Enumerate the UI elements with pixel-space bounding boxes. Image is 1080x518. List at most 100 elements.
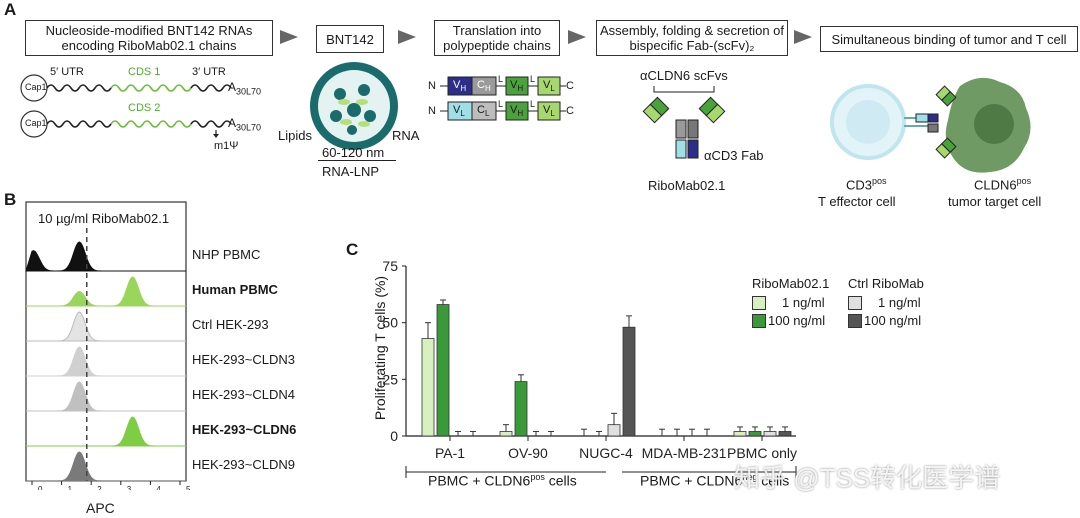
step-arrow-4	[794, 30, 812, 44]
flow-xtick-label: 10	[113, 488, 127, 490]
rna-1	[20, 74, 232, 102]
chart-bar	[607, 424, 621, 437]
antibody-fab-label: αCD3 Fab	[704, 148, 764, 163]
flow-title: 10 µg/ml RiboMab02.1	[38, 211, 170, 226]
tumor-label-2: tumor target cell	[948, 194, 1042, 209]
chain2-c: C	[566, 105, 574, 117]
group-label-pos: PBMC + CLDN6pos cells	[428, 472, 577, 489]
flow-xtick-label: 10	[142, 488, 156, 490]
legend-rm-dose1: 1 ng/ml	[782, 295, 825, 310]
chart-ytick-label: 50	[382, 315, 398, 331]
legend-swatch-ctrl-100	[848, 314, 862, 328]
chain2-vh: VH	[510, 104, 524, 119]
chain2-l2: L	[530, 99, 536, 109]
chain1-ch: CH	[477, 79, 491, 94]
flow-xtick-exp: 5	[186, 485, 190, 490]
tumor-label-1: CLDN6pos	[974, 176, 1032, 193]
rna-constructs-diagram	[20, 74, 232, 138]
flow-row-label: Ctrl HEK-293	[192, 317, 269, 332]
cells-illustration	[830, 77, 1031, 173]
chart-bar	[763, 431, 777, 437]
flow-histogram	[26, 451, 186, 482]
lnp-lipids-label: Lipids	[278, 128, 312, 143]
chart-ytick-label: 0	[390, 428, 398, 444]
flow-xtick-label: 10	[83, 488, 97, 490]
flow-xtick-label: 10	[24, 488, 38, 490]
flow-histogram-panel: 100101102103104105	[24, 201, 190, 490]
chain1-vh: VH	[453, 79, 467, 94]
legend-rm-dose2: 100 ng/ml	[768, 313, 826, 328]
rna-cds2-label: CDS 2	[128, 102, 161, 114]
rna-cds1-label: CDS 1	[128, 66, 161, 78]
rna-mod-label: m1Ψ	[214, 140, 239, 152]
chart-bar	[436, 304, 450, 437]
flow-xlabel: APC	[86, 500, 115, 516]
group-label-neg: PBMC + CLDN6neg cells	[640, 472, 790, 489]
t-cell	[830, 84, 906, 160]
step-arrow-3	[568, 30, 586, 44]
rna-cap-1: Cap1	[25, 82, 47, 92]
panel-b-letter: B	[4, 190, 17, 209]
watermark: 知乎 @TSS转化医学谱	[734, 463, 1001, 493]
legend-ctrl-dose2: 100 ng/ml	[864, 313, 922, 328]
antibody-name-label: RiboMab02.1	[648, 178, 726, 193]
legend-group2-title: Ctrl RiboMab	[848, 276, 924, 291]
legend-swatch-rm-1	[752, 296, 766, 310]
step-binding-box: Simultaneous binding of tumor and T cell	[820, 26, 1078, 52]
step-arrow-2	[398, 30, 416, 44]
chain1-l2: L	[530, 74, 536, 84]
rna-polya-1: A30L70	[228, 80, 262, 97]
step-assembly-box: Assembly, folding & secretion of bispeci…	[596, 20, 788, 56]
flow-xtick-label: 10	[54, 488, 68, 490]
step-arrow-1	[280, 30, 298, 44]
flow-row-label: HEK-293~CLDN4	[192, 387, 295, 402]
flow-xtick-exp: 4	[156, 485, 161, 490]
chart-category-label: PBMC only	[727, 445, 797, 461]
lnp-rna-label: RNA	[392, 128, 420, 143]
flow-histogram	[26, 311, 186, 342]
chart-bar	[733, 431, 747, 437]
rna-2	[20, 110, 232, 138]
antibody-illustration	[642, 86, 726, 159]
flow-row-label: HEK-293~CLDN6	[192, 422, 297, 437]
flow-xtick-exp: 0	[38, 485, 43, 490]
flow-row-label: HEK-293~CLDN9	[192, 457, 295, 472]
t-cell-label-1: CD3pos	[846, 176, 887, 193]
rna-utr5-label: 5′ UTR	[50, 66, 84, 78]
chain2-vl2: VL	[543, 104, 555, 119]
legend-swatch-ctrl-1	[848, 296, 862, 310]
t-cell-label-2: T effector cell	[818, 194, 896, 209]
chart-ylabel: Proliferating T cells (%)	[372, 275, 389, 421]
chart-bar	[622, 326, 636, 437]
chain1-n: N	[428, 80, 436, 92]
polypeptide-chains-diagram	[440, 76, 566, 121]
chain1-c: C	[566, 80, 574, 92]
rna-polya-2: A30L70	[228, 116, 262, 133]
legend-swatch-rm-100	[752, 314, 766, 328]
flow-xtick-exp: 1	[68, 485, 73, 490]
tumor-cell	[945, 77, 1031, 173]
flow-row-label: HEK-293~CLDN3	[192, 352, 295, 367]
chain1-vh2: VH	[510, 79, 524, 94]
chain2-n: N	[428, 105, 436, 117]
chain2-vl: VL	[453, 104, 465, 119]
chain1-l1: L	[498, 74, 504, 84]
chart-bar	[748, 431, 762, 437]
legend-ctrl-dose1: 1 ng/ml	[878, 295, 921, 310]
flow-histogram	[26, 276, 186, 307]
chart-category-label: MDA-MB-231	[642, 445, 727, 461]
chart-bar	[514, 381, 528, 437]
chart-ytick-label: 25	[382, 371, 398, 387]
chain1-vl: VL	[543, 79, 555, 94]
chart-bar	[421, 338, 435, 437]
rna-utr3-label: 3′ UTR	[192, 66, 226, 78]
step-bnt142-box: BNT142	[316, 25, 384, 53]
step-translation-box: Translation into polypeptide chains	[434, 20, 560, 56]
panel-a-letter: A	[4, 0, 17, 19]
chart-bar	[778, 431, 792, 437]
antibody-scfv-label: αCLDN6 scFvs	[640, 68, 728, 83]
rna-cap-2: Cap1	[25, 118, 47, 128]
flow-histogram	[26, 346, 186, 377]
flow-xtick-exp: 3	[127, 485, 132, 490]
